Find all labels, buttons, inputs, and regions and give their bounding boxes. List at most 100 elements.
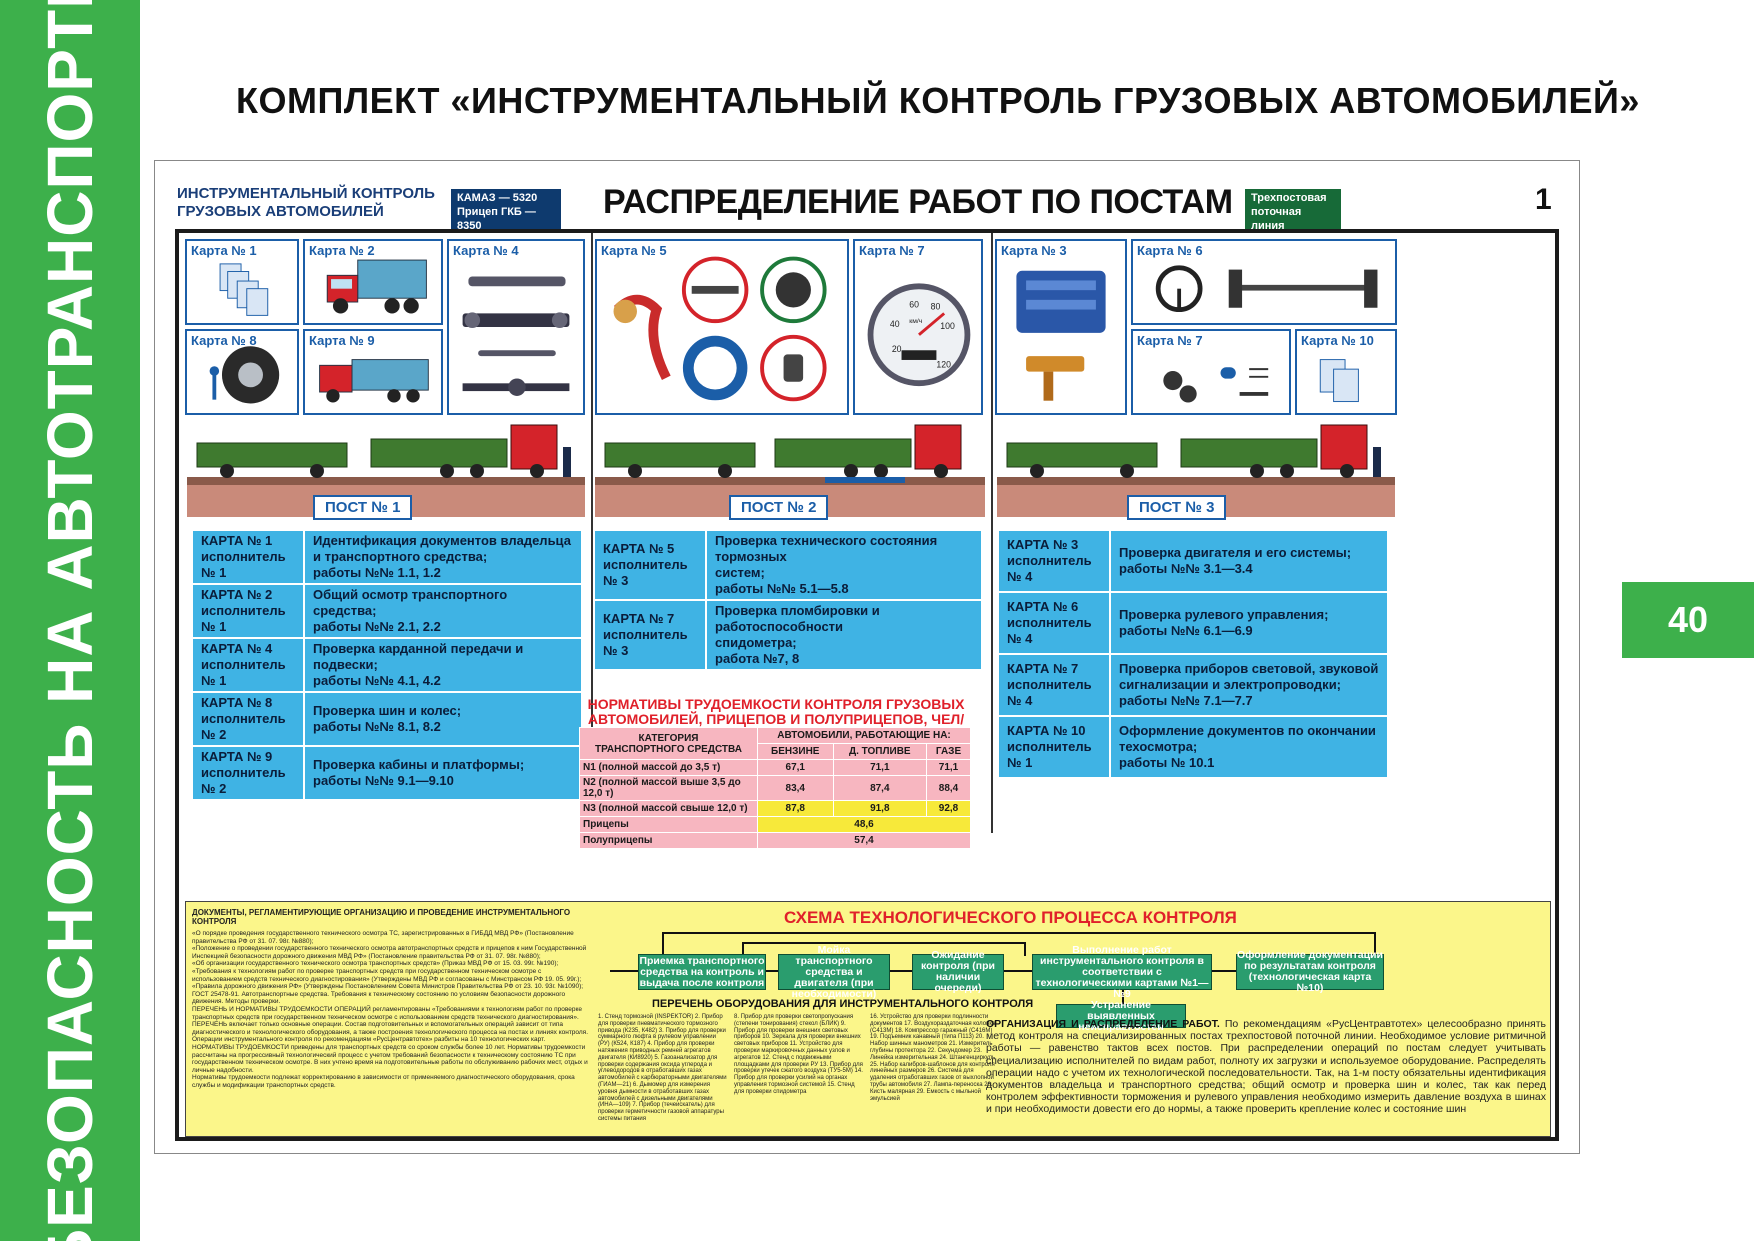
tire-icon <box>209 346 280 404</box>
norms-fuel: ГАЗЕ <box>926 743 971 760</box>
gauge-tick: 40 <box>890 319 900 329</box>
card-9: Карта № 9 <box>303 329 443 415</box>
operation-description: Проверка технического состояния тормозны… <box>705 529 983 601</box>
norms-table: КАТЕГОРИЯ ТРАНСПОРТНОГО СРЕДСТВА АВТОМОБ… <box>579 727 971 849</box>
equipment-list-1: 1. Стенд тормозной (INSPEKTOR) 2. Прибор… <box>598 1014 727 1122</box>
arrow-line <box>1024 942 1026 956</box>
document-item: ГОСТ 25478-91. Автотранспортные средства… <box>192 990 566 1006</box>
norms-row: N3 (полной массой свыше 12,0 т) 87,8 91,… <box>579 800 971 817</box>
scheme-step-washing: Мойка транспортного средства и двигателя… <box>778 944 890 999</box>
page-number: 40 <box>1622 582 1754 658</box>
operation-description: Проверка рулевого управления;работы №№ 6… <box>1109 591 1389 655</box>
arrow-line <box>1004 970 1032 972</box>
gauge-tick: 120 <box>936 360 951 370</box>
norms-row: Прицепы 48,6 <box>579 816 971 833</box>
speedometer-icon: 20 40 60 80 100 120 км/ч <box>867 283 971 387</box>
norms-fuel: БЕНЗИНЕ <box>757 743 834 760</box>
arrow-line <box>766 970 778 972</box>
card-label: Карта № 3 <box>1001 243 1067 258</box>
card-label: Карта № 6 <box>1137 243 1203 258</box>
scheme-step-waiting: Ожидание контроля (при наличии очереди) <box>912 950 1004 994</box>
operation-description: Проверка шин и колес;работы №№ 8.1, 8.2 <box>303 691 583 747</box>
arrow-line <box>662 932 1374 934</box>
equipment-title: ПЕРЕЧЕНЬ ОБОРУДОВАНИЯ ДЛЯ ИНСТРУМЕНТАЛЬН… <box>652 998 1034 1010</box>
post-3-scene: ПОСТ № 3 <box>997 421 1395 520</box>
side-band: БЕЗОПАСНОСТЬ НА АВТОТРАНСПОРТЕ <box>0 0 140 1241</box>
lights-icon <box>1163 367 1269 403</box>
bottom-section: ДОКУМЕНТЫ, РЕГЛАМЕНТИРУЮЩИЕ ОРГАНИЗАЦИЮ … <box>185 901 1551 1137</box>
scheme-step-documentation: Оформление документации по результатам к… <box>1236 949 1384 994</box>
operation-description: Проверка двигателя и его системы;работы … <box>1109 529 1389 593</box>
norms-fuel: Д. ТОПЛИВЕ <box>832 743 928 760</box>
document-item: «О порядке проведения государственного т… <box>192 930 574 945</box>
line-badge: Трехпостовая поточная линия <box>1245 189 1341 235</box>
engine-icon <box>1016 270 1106 401</box>
scheme-step-reception: Приемка транспортного средства на контро… <box>638 954 766 990</box>
equipment-list-2: 8. Прибор для проверки светопропускания … <box>734 1014 863 1095</box>
scheme-step-inspection: Выполнение работ инструментального контр… <box>1032 944 1212 999</box>
card-4: Карта № 4 <box>447 239 585 415</box>
operation-description: Проверка пломбировки и работоспособности… <box>705 599 983 671</box>
norms-row: Полуприцепы 57,4 <box>579 832 971 849</box>
side-title: БЕЗОПАСНОСТЬ НА АВТОТРАНСПОРТЕ <box>34 0 106 1241</box>
scheme-title: СХЕМА ТЕХНОЛОГИЧЕСКОГО ПРОЦЕССА КОНТРОЛЯ <box>784 908 1237 927</box>
card-8: Карта № 8 <box>185 329 299 415</box>
gauge-tick: 100 <box>940 321 955 331</box>
card-label: Карта № 1 <box>191 243 257 258</box>
divider <box>591 233 593 833</box>
poster-header-left: ИНСТРУМЕНТАЛЬНЫЙ КОНТРОЛЬ ГРУЗОВЫХ АВТОМ… <box>177 185 435 220</box>
card-7-lights: Карта № 7 <box>1131 329 1291 415</box>
card-7-speedometer: 20 40 60 80 100 120 км/ч Карта № 7 <box>853 239 983 415</box>
arrow-line <box>1212 970 1236 972</box>
arrow-line <box>742 942 1024 944</box>
document-item: «Правила дорожного движения РФ» (Утвержд… <box>192 983 584 991</box>
documents-icon <box>1319 359 1359 403</box>
card-5: Карта № 5 <box>595 239 849 415</box>
card-1: Карта № 1 <box>185 239 299 325</box>
gauge-tick: 20 <box>892 344 902 354</box>
document-item: ПЕРЕЧЕНЬ включает только основные операц… <box>192 1021 589 1044</box>
norms-head-group: АВТОМОБИЛИ, РАБОТАЮЩИЕ НА: <box>757 727 971 744</box>
organization-text: ОРГАНИЗАЦИЯ И РАСПРЕДЕЛЕНИЕ РАБОТ. По ре… <box>986 1018 1546 1116</box>
equipment-list-3: 16. Устройство для проверки подлинности … <box>870 1014 996 1102</box>
gauge-unit: км/ч <box>909 318 922 325</box>
poster-frame: Карта № 1 Карта № 2 Карта № 4 <box>175 229 1559 1141</box>
post-1-scene: ПОСТ № 1 <box>187 421 585 520</box>
arrow-line <box>1122 988 1124 1004</box>
post-2-label: ПОСТ № 2 <box>729 495 829 520</box>
gauge-tick: 60 <box>909 300 919 310</box>
truck-trailer-illustration <box>187 424 585 517</box>
arrow-line <box>662 932 664 956</box>
norms-row: N1 (полной массой до 3,5 т) 67,1 71,1 71… <box>579 759 971 776</box>
card-6: Карта № 6 <box>1131 239 1397 325</box>
document-item: ПЕРЕЧЕНЬ И НОРМАТИВЫ ТРУДОЕМКОСТИ ОПЕРАЦ… <box>192 1005 582 1021</box>
arrow-line <box>1374 932 1376 954</box>
document-item: НОРМАТИВЫ ТРУДОЕМКОСТИ приведены для тра… <box>192 1043 588 1074</box>
steering-icon <box>1155 265 1378 313</box>
document-item: «Требования к технологиям работ по прове… <box>192 967 582 983</box>
poster-title: РАСПРЕДЕЛЕНИЕ РАБОТ ПО ПОСТАМ <box>603 183 1233 221</box>
documents-list: ДОКУМЕНТЫ, РЕГЛАМЕНТИРУЮЩИЕ ОРГАНИЗАЦИЮ … <box>192 908 592 1089</box>
truck-icon <box>326 259 427 314</box>
document-item: «Об организации государственного техниче… <box>192 960 559 968</box>
